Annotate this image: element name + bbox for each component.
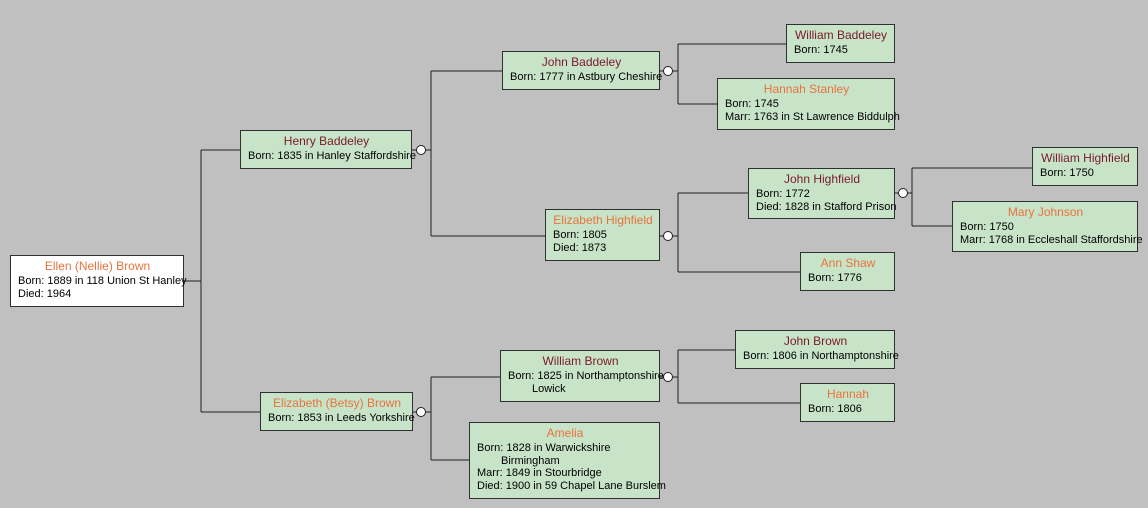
person-detail: Died: 1873	[553, 241, 607, 254]
person-name: William Highfield	[1041, 151, 1130, 165]
marriage-icon[interactable]	[663, 231, 673, 241]
person-elizabeth-betsy-brown[interactable]: Elizabeth (Betsy) Brown Born: 1853 in Le…	[260, 392, 415, 431]
person-detail: Born: 1835 in Hanley Staffordshire	[248, 150, 416, 162]
person-john-baddeley[interactable]: John Baddeley Born: 1777 in Astbury Ches…	[502, 51, 663, 90]
person-detail: Born: 1889 in 118 Union St Hanley	[18, 275, 187, 287]
person-detail: Birmingham	[501, 454, 560, 467]
marriage-icon[interactable]	[416, 407, 426, 417]
person-detail: Died: 1828 in Stafford Prison	[756, 200, 897, 213]
person-detail: Born: 1853 in Leeds Yorkshire	[268, 412, 415, 424]
person-name: Elizabeth (Betsy) Brown	[272, 396, 402, 410]
person-name: Ellen (Nellie) Brown	[44, 259, 151, 273]
person-john-brown[interactable]: John Brown Born: 1806 in Northamptonshir…	[735, 330, 899, 369]
person-detail: Marr: 1849 in Stourbridge	[477, 467, 602, 479]
person-name: Ann Shaw	[820, 256, 876, 270]
person-detail: Born: 1805	[553, 229, 607, 241]
person-elizabeth-highfield[interactable]: Elizabeth Highfield Born: 1805 Died: 187…	[545, 209, 660, 261]
person-detail: Marr: 1763 in St Lawrence Biddulph	[725, 110, 900, 123]
person-detail: Born: 1825 in Northamptonshire	[508, 370, 664, 382]
person-detail: Died: 1900 in 59 Chapel Lane Burslem	[477, 479, 666, 492]
person-hannah[interactable]: Hannah Born: 1806	[800, 383, 895, 422]
person-detail: Born: 1828 in Warwickshire	[477, 442, 611, 454]
person-name: John Brown	[783, 334, 848, 348]
person-name: Hannah	[826, 387, 870, 401]
person-name: Amelia	[546, 426, 584, 440]
person-ellen-brown[interactable]: Ellen (Nellie) Brown Born: 1889 in 118 U…	[10, 255, 187, 307]
person-detail: Born: 1772	[756, 188, 810, 200]
person-john-highfield[interactable]: John Highfield Born: 1772 Died: 1828 in …	[748, 168, 897, 219]
person-detail: Marr: 1768 in Eccleshall Staffordshire	[960, 233, 1143, 246]
person-detail: Born: 1806	[808, 403, 862, 415]
person-name: Mary Johnson	[1007, 205, 1084, 219]
marriage-icon[interactable]	[416, 145, 426, 155]
person-hannah-stanley[interactable]: Hannah Stanley Born: 1745 Marr: 1763 in …	[717, 78, 900, 130]
person-william-brown[interactable]: William Brown Born: 1825 in Northamptons…	[500, 350, 664, 402]
person-name: William Brown	[542, 354, 619, 368]
person-name: Elizabeth Highfield	[553, 213, 653, 227]
person-name: Hannah Stanley	[763, 82, 850, 96]
person-detail: Born: 1806 in Northamptonshire	[743, 350, 899, 362]
person-mary-johnson[interactable]: Mary Johnson Born: 1750 Marr: 1768 in Ec…	[952, 201, 1143, 252]
person-william-highfield[interactable]: William Highfield Born: 1750	[1032, 147, 1138, 186]
person-name: John Baddeley	[541, 55, 622, 69]
person-detail: Lowick	[532, 382, 566, 395]
person-name: William Baddeley	[794, 28, 888, 42]
person-ann-shaw[interactable]: Ann Shaw Born: 1776	[800, 252, 895, 291]
person-detail: Born: 1750	[960, 221, 1014, 233]
person-william-baddeley[interactable]: William Baddeley Born: 1745	[786, 24, 895, 63]
person-detail: Born: 1777 in Astbury Cheshire	[510, 71, 663, 83]
person-detail: Died: 1964	[18, 287, 72, 300]
person-henry-baddeley[interactable]: Henry Baddeley Born: 1835 in Hanley Staf…	[240, 130, 416, 169]
marriage-icon[interactable]	[663, 66, 673, 76]
person-detail: Born: 1745	[725, 98, 779, 110]
person-name: John Highfield	[783, 172, 861, 186]
marriage-icon[interactable]	[898, 188, 908, 198]
person-amelia[interactable]: Amelia Born: 1828 in Warwickshire Birmin…	[469, 422, 666, 499]
person-detail: Born: 1745	[794, 44, 848, 56]
person-name: Henry Baddeley	[283, 134, 370, 148]
marriage-icon[interactable]	[663, 372, 673, 382]
person-detail: Born: 1750	[1040, 167, 1094, 179]
person-detail: Born: 1776	[808, 272, 862, 284]
